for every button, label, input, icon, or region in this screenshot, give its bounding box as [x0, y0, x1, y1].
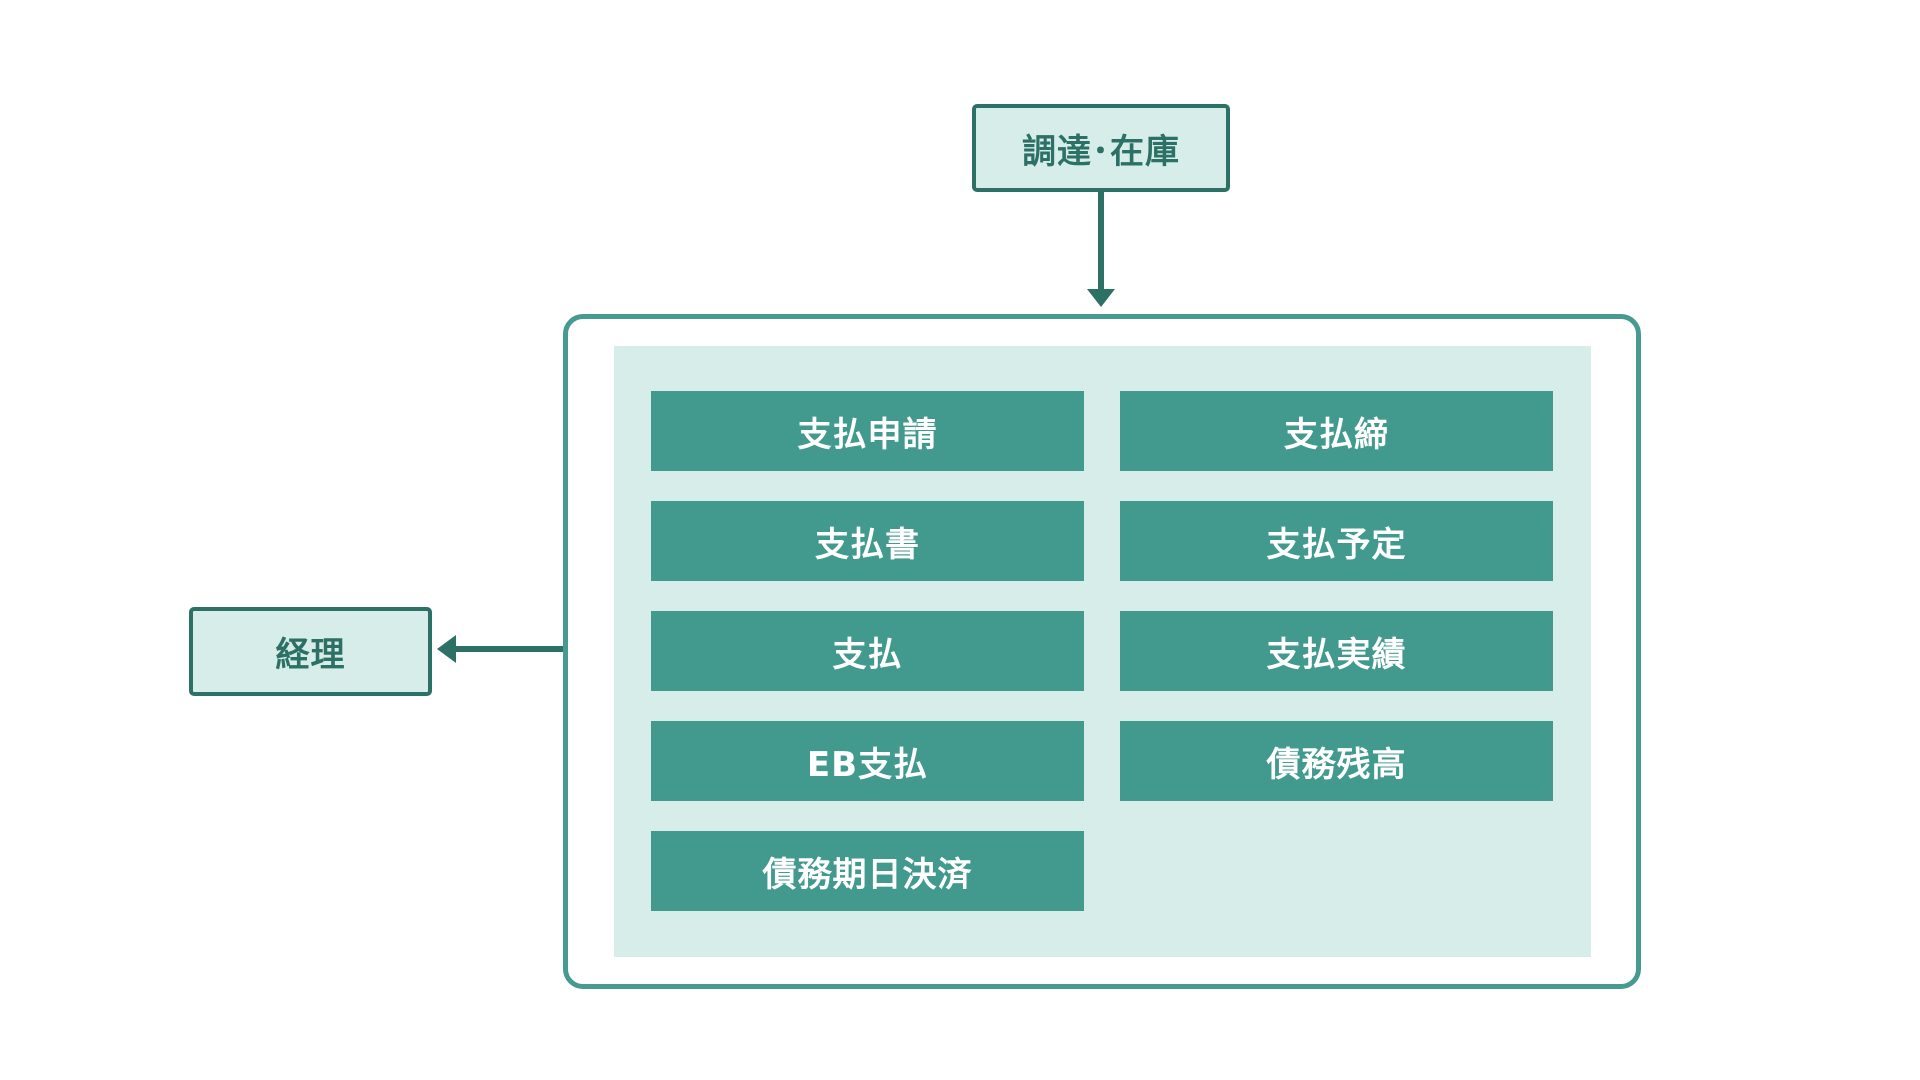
flow-line-down — [1098, 192, 1104, 291]
flow-line-left — [455, 646, 565, 652]
function-label: 債務期日決済 — [762, 854, 973, 895]
function-box: 支払書 — [651, 501, 1084, 581]
upstream-system-label: 調達･在庫 — [1022, 131, 1180, 172]
function-label: 支払実績 — [1266, 634, 1407, 675]
function-label: 債務残高 — [1266, 744, 1407, 785]
function-label: 支払 — [832, 634, 903, 675]
downstream-system-label: 経理 — [275, 635, 346, 675]
function-box: 債務期日決済 — [651, 831, 1084, 911]
function-box: 支払申請 — [651, 391, 1084, 471]
function-box: 債務残高 — [1120, 721, 1553, 801]
downstream-system-box: 経理 — [189, 607, 432, 696]
function-label: 支払書 — [815, 524, 920, 565]
function-box: 支払 — [651, 611, 1084, 691]
function-box: 支払実績 — [1120, 611, 1553, 691]
function-label: 支払予定 — [1266, 524, 1407, 565]
function-box: 支払予定 — [1120, 501, 1553, 581]
function-box: 支払締 — [1120, 391, 1553, 471]
function-label: EB支払 — [806, 744, 929, 785]
upstream-system-box: 調達･在庫 — [972, 104, 1230, 192]
function-box: EB支払 — [651, 721, 1084, 801]
arrow-down-icon — [1087, 289, 1115, 307]
arrow-left-icon — [437, 635, 456, 663]
function-label: 支払申請 — [797, 414, 938, 455]
function-label: 支払締 — [1284, 414, 1389, 455]
